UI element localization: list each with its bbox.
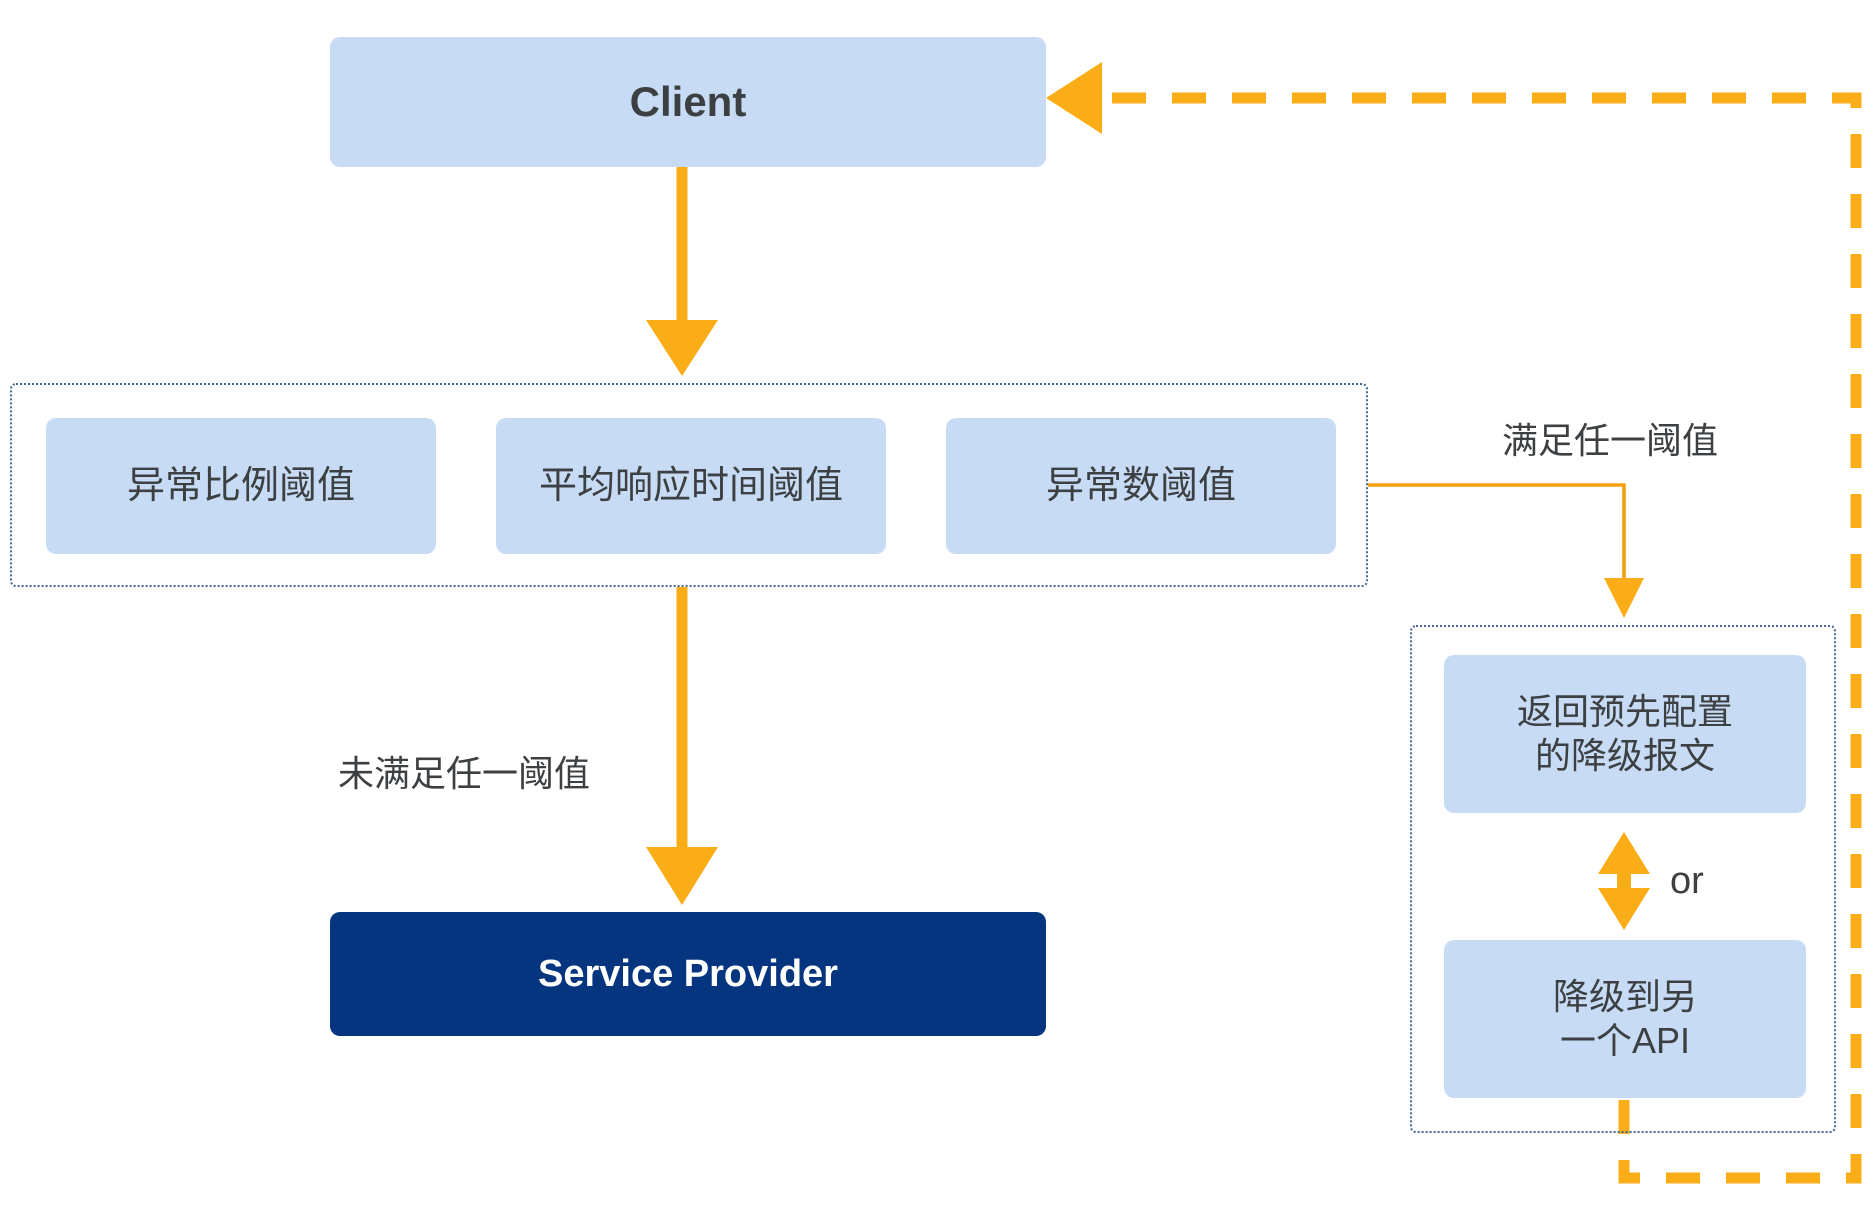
edge-label-or: or [1670,860,1704,902]
node-threshold-error-ratio-label: 异常比例阈值 [126,464,355,507]
edge-label-meets-any-threshold: 满足任一阈值 [1502,420,1719,461]
node-fallback-other-api-line1: 降级到另 [1552,976,1697,1018]
node-client[interactable]: Client [330,37,1046,167]
node-threshold-error-count[interactable]: 异常数阈值 [946,418,1336,554]
edge-label-meets-no-threshold: 未满足任一阈值 [338,753,591,794]
node-threshold-error-count-label: 异常数阈值 [1045,464,1236,507]
node-fallback-preconfigured-message-line2: 的降级报文 [1534,735,1715,776]
node-fallback-preconfigured-message-line1: 返回预先配置 [1516,691,1733,733]
node-fallback-preconfigured-message[interactable]: 返回预先配置 的降级报文 [1444,655,1806,813]
threshold-group-container [10,383,1368,587]
node-service-provider-label: Service Provider [538,952,838,995]
arrow-client-to-thresholds [646,167,718,376]
node-threshold-avg-response-time-label: 平均响应时间阈值 [538,464,843,507]
node-fallback-other-api-line2: 一个API [1559,1020,1690,1061]
node-fallback-other-api[interactable]: 降级到另 一个API [1444,940,1806,1098]
node-threshold-avg-response-time[interactable]: 平均响应时间阈值 [496,418,886,554]
node-threshold-error-ratio[interactable]: 异常比例阈值 [46,418,436,554]
node-fallback-other-api-label: 降级到另 一个API [1553,975,1697,1063]
node-fallback-preconfigured-message-label: 返回预先配置 的降级报文 [1517,690,1733,778]
arrow-thresholds-to-fallback [1368,483,1644,618]
node-service-provider[interactable]: Service Provider [330,912,1046,1036]
node-client-label: Client [629,78,747,126]
arrow-thresholds-to-service-provider [646,587,718,905]
fallback-group-container [1410,625,1836,1133]
